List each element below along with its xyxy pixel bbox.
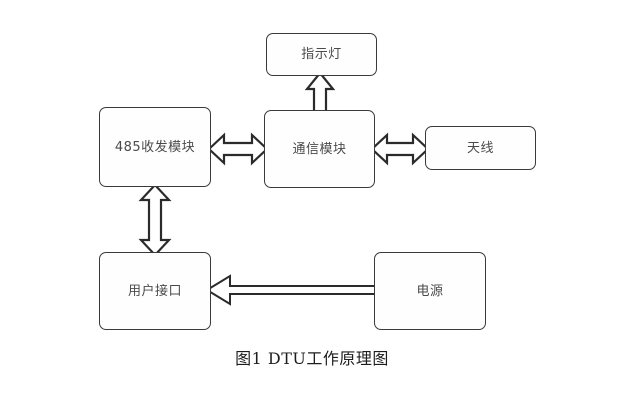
figure-caption: 图1 DTU工作原理图	[235, 349, 389, 368]
node-label-rs485-transceiver-module: 485收发模块	[114, 139, 196, 155]
node-label-indicator-light: 指示灯	[301, 47, 342, 62]
arrow-comm-to-indicator-light	[304, 71, 336, 115]
arrow-power-supply-to-user-interface	[205, 274, 378, 306]
arrow-rs485-to-user-interface	[138, 183, 172, 257]
node-indicator-light[interactable]: 指示灯	[266, 33, 377, 76]
node-label-antenna: 天线	[466, 140, 494, 156]
arrow-rs485-to-communication-module	[207, 132, 269, 166]
node-label-communication-module: 通信模块	[292, 141, 347, 157]
node-rs485-transceiver-module[interactable]: 485收发模块	[99, 107, 211, 187]
node-communication-module[interactable]: 通信模块	[264, 110, 375, 188]
node-label-power-supply: 电源	[416, 283, 444, 299]
node-label-user-interface: 用户接口	[127, 283, 182, 299]
node-power-supply[interactable]: 电源	[374, 252, 486, 330]
node-user-interface[interactable]: 用户接口	[99, 252, 211, 330]
node-antenna[interactable]: 天线	[425, 126, 536, 170]
arrow-communication-module-to-antenna	[370, 132, 430, 166]
